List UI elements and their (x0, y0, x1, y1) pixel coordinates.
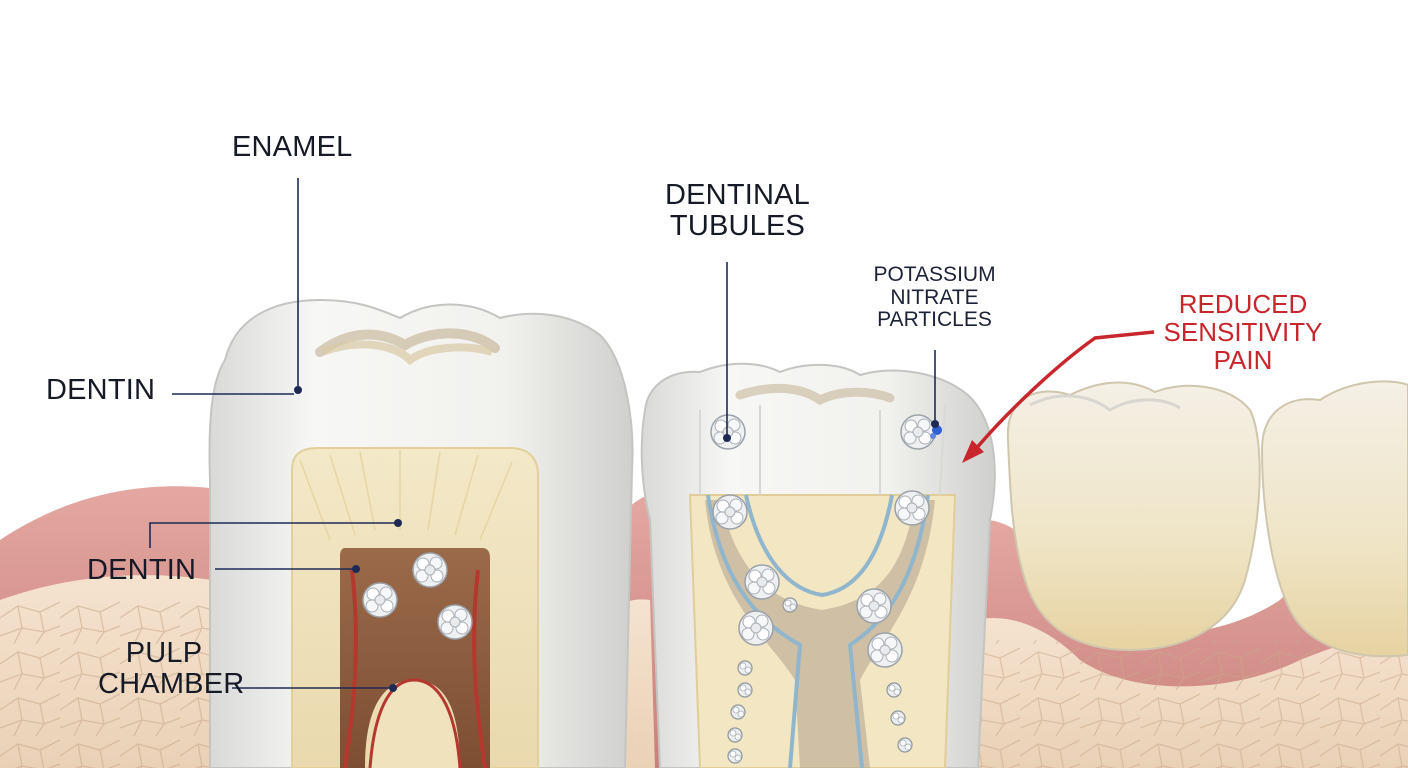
leader-dentin-layer (149, 522, 398, 548)
label-dentin-top: DENTIN (46, 374, 156, 406)
label-potassium-nitrate: POTASSIUM NITRATE PARTICLES (873, 263, 996, 332)
label-pulp-chamber: PULP CHAMBER (98, 637, 245, 701)
leader-dots (294, 386, 939, 692)
leader-lines (149, 178, 936, 689)
molar-right-2 (1260, 380, 1408, 658)
label-enamel: ENAMEL (232, 131, 353, 163)
label-dentinal-tubules: DENTINAL TUBULES (664, 179, 810, 243)
label-reduced-sensitivity: REDUCED SENSITIVITY PAIN (1163, 289, 1323, 376)
molar-right-1 (1006, 381, 1261, 652)
reduced-sensitivity-arrow (973, 330, 1155, 452)
label-dentin-mid: DENTIN (87, 554, 197, 586)
tooth-2-canal (705, 500, 935, 768)
